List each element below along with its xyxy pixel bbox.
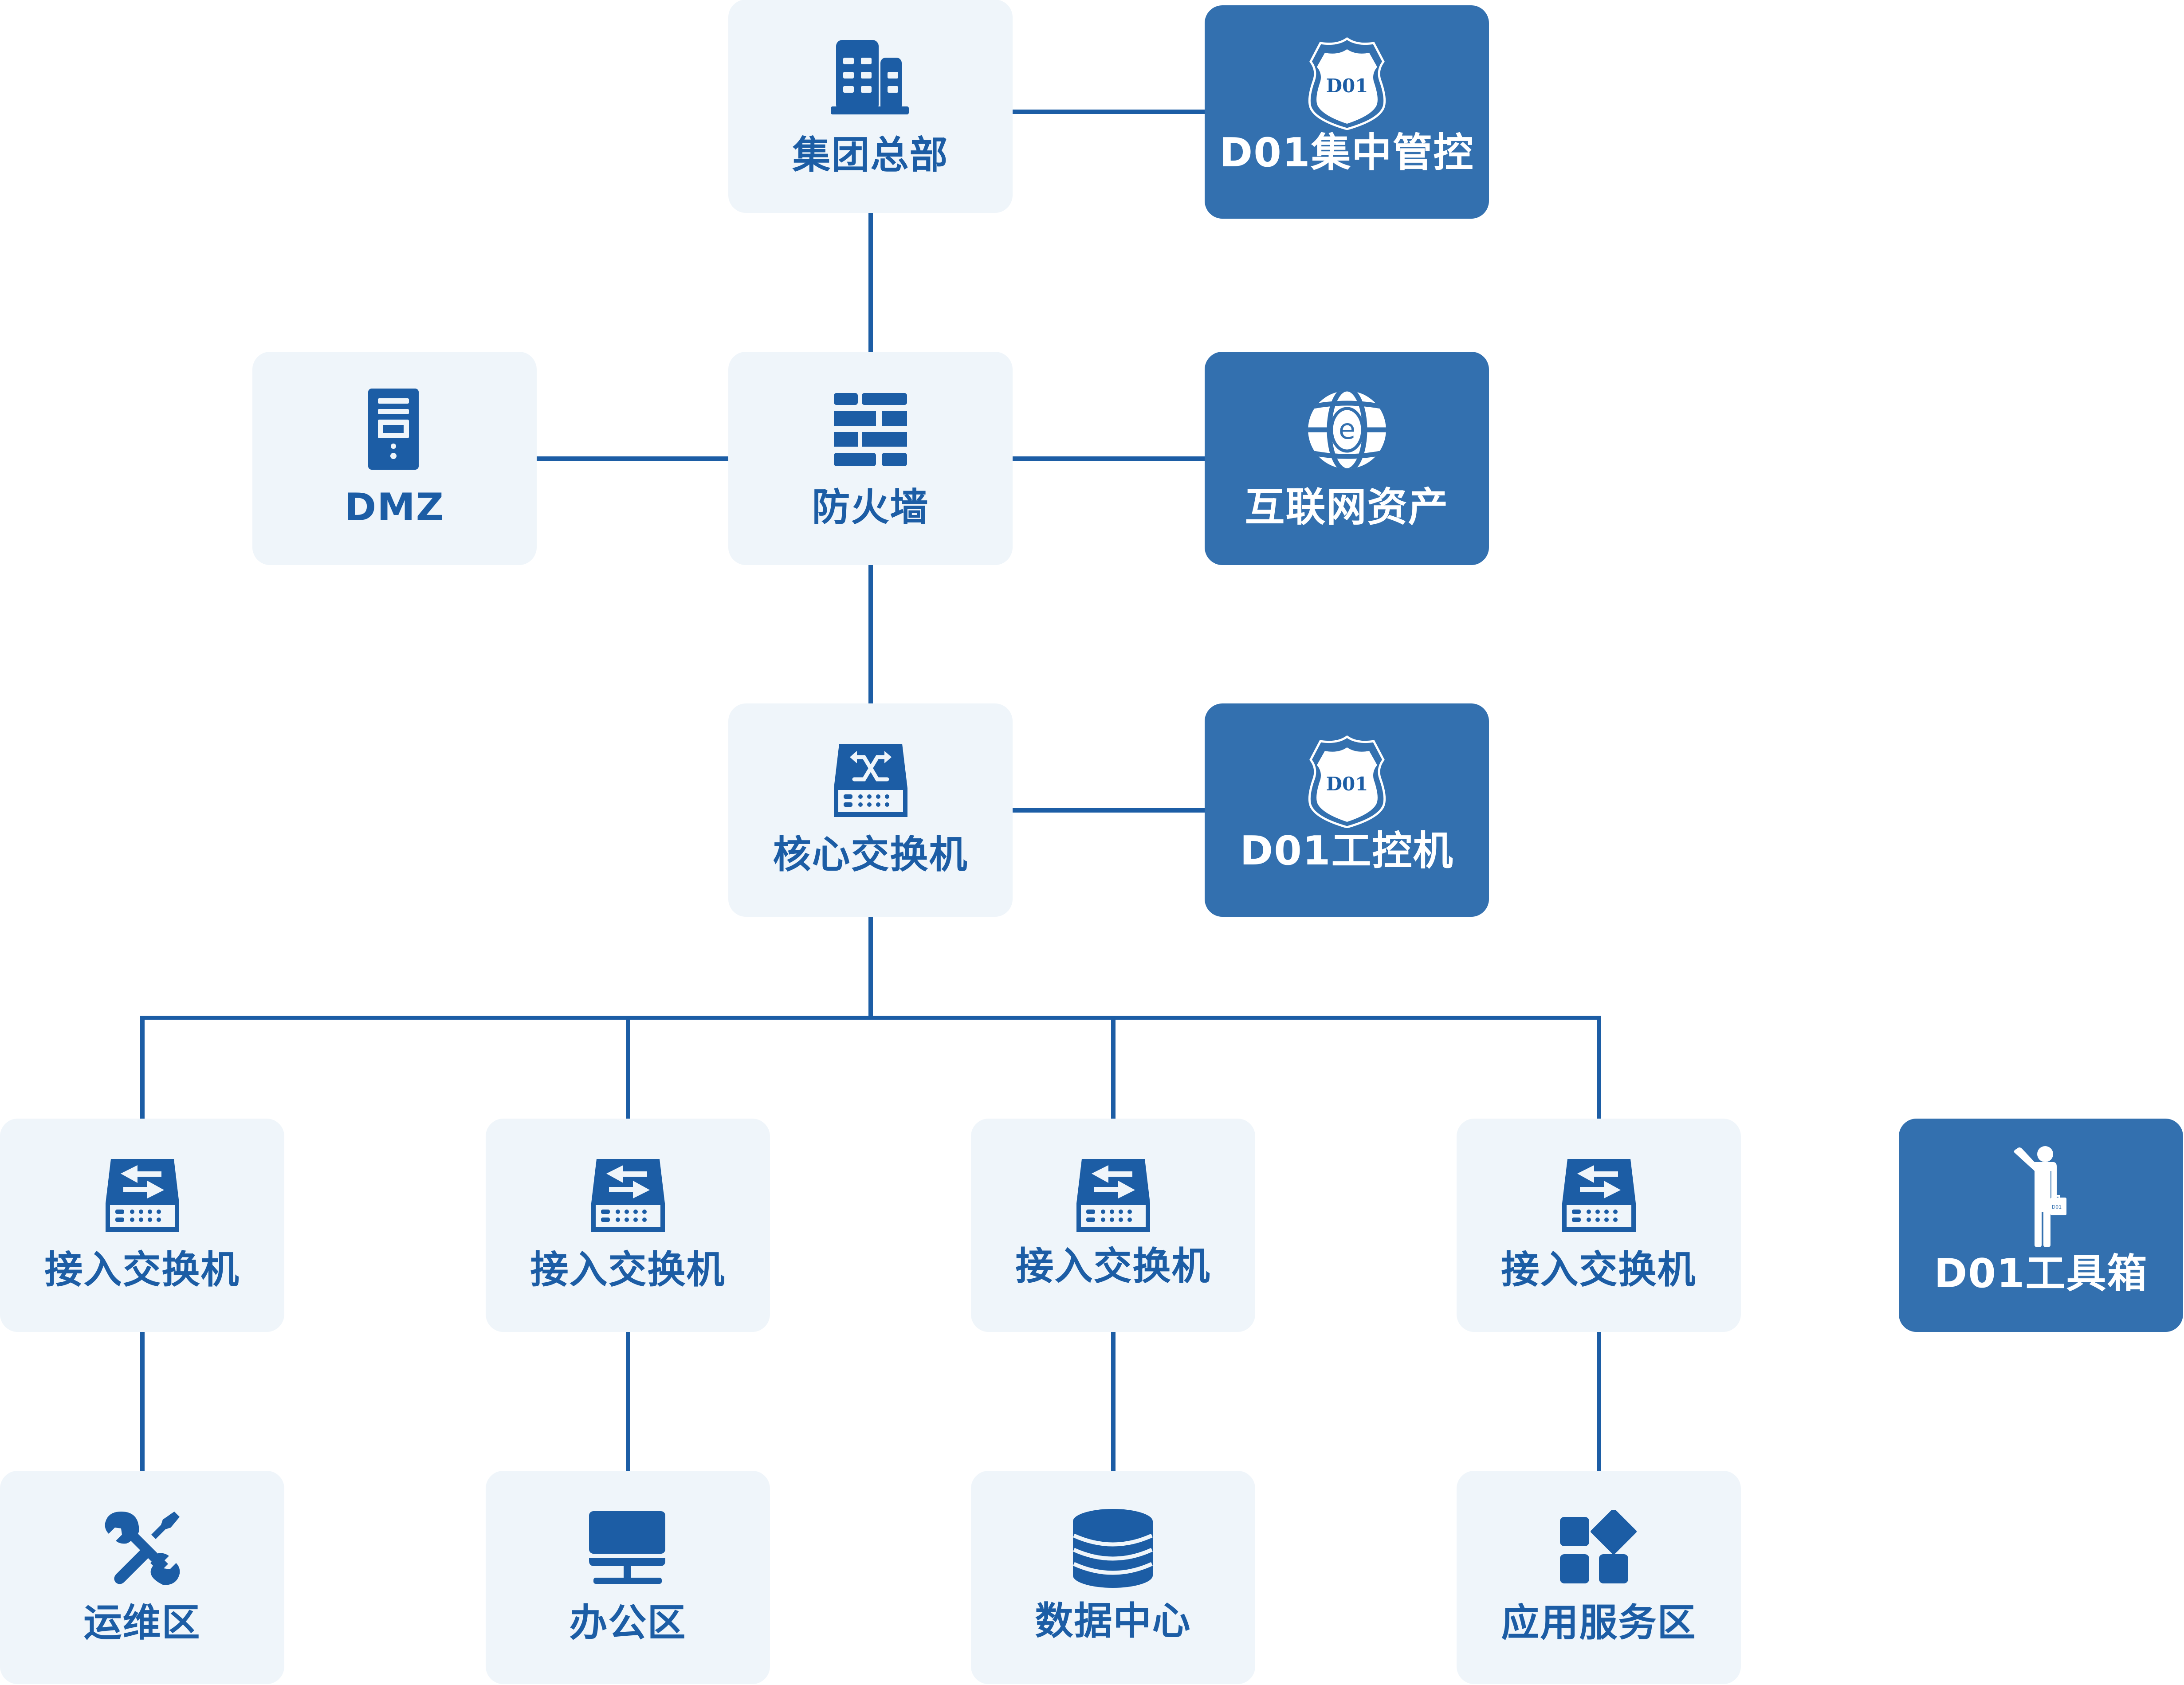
- globe-badge: e: [1338, 413, 1355, 445]
- node-hq[interactable]: 集团总部: [728, 0, 1013, 213]
- shield-badge: D01: [1326, 75, 1368, 97]
- edge-hq-firewall: [868, 213, 873, 352]
- edge-dmz-firewall: [537, 456, 728, 461]
- edge-access-3-zone: [1111, 1332, 1116, 1471]
- node-d01-central-label: D01集中管控: [1219, 130, 1474, 176]
- node-d01-toolbox[interactable]: D01 D01工具箱: [1899, 1119, 2183, 1332]
- edge-access-1-zone: [140, 1332, 145, 1471]
- node-zone-apps-label: 应用服务区: [1501, 1601, 1697, 1645]
- access-switch-icon: [1561, 1158, 1637, 1235]
- access-switch-icon: [105, 1158, 180, 1235]
- edge-bus-access-1: [140, 1016, 145, 1119]
- shield-badge: D01: [1326, 773, 1368, 795]
- building-icon: [830, 39, 911, 116]
- node-access-switch-label: 接入交换机: [1501, 1248, 1697, 1292]
- edge-bus-access-2: [626, 1016, 630, 1119]
- node-zone-office[interactable]: 办公区: [486, 1471, 770, 1684]
- node-core-switch-label: 核心交换机: [773, 833, 968, 877]
- database-icon: [1072, 1508, 1154, 1588]
- node-d01-toolbox-label: D01工具箱: [1934, 1250, 2148, 1297]
- node-core-switch[interactable]: 核心交换机: [728, 703, 1013, 917]
- edge-bus-access-3: [1111, 1016, 1116, 1119]
- node-zone-datacenter-label: 数据中心: [1035, 1599, 1191, 1643]
- core-switch-icon: [833, 742, 908, 820]
- node-d01-ipc[interactable]: D01 D01工控机: [1205, 703, 1489, 917]
- toolbox-badge: D01: [2051, 1204, 2061, 1210]
- node-internet-assets-label: 互联网资产: [1245, 484, 1449, 530]
- node-access-switch[interactable]: 接入交换机: [486, 1119, 770, 1332]
- node-firewall-label: 防火墙: [812, 485, 929, 530]
- node-access-switch[interactable]: 接入交换机: [971, 1119, 1255, 1332]
- node-zone-ops[interactable]: 运维区: [0, 1471, 284, 1684]
- edge-firewall-core: [868, 565, 873, 703]
- node-zone-apps[interactable]: 应用服务区: [1457, 1471, 1741, 1684]
- apps-icon: [1560, 1510, 1638, 1587]
- node-access-switch[interactable]: 接入交换机: [1457, 1119, 1741, 1332]
- server-icon: [368, 389, 421, 470]
- node-dmz[interactable]: DMZ: [252, 352, 537, 565]
- node-access-switch[interactable]: 接入交换机: [0, 1119, 284, 1332]
- node-internet-assets[interactable]: e 互联网资产: [1205, 352, 1489, 565]
- node-zone-office-label: 办公区: [569, 1601, 687, 1645]
- node-hq-label: 集团总部: [792, 133, 949, 177]
- edge-bus-access-4: [1597, 1016, 1601, 1119]
- person-toolbox-icon: D01: [2012, 1145, 2070, 1247]
- globe-icon: e: [1307, 390, 1387, 469]
- access-switch-icon: [590, 1158, 666, 1235]
- edge-firewall-internet: [1013, 456, 1205, 461]
- shield-icon: D01: [1307, 735, 1387, 828]
- tools-icon: [103, 1510, 181, 1587]
- edge-access-2-zone: [626, 1332, 630, 1471]
- node-zone-datacenter[interactable]: 数据中心: [971, 1471, 1255, 1684]
- node-d01-ipc-label: D01工控机: [1240, 828, 1454, 874]
- edge-core-bus-vertical: [868, 917, 873, 1020]
- node-d01-central[interactable]: D01 D01集中管控: [1205, 5, 1489, 219]
- edge-core-d01-ipc: [1013, 808, 1205, 813]
- node-access-switch-label: 接入交换机: [44, 1248, 240, 1292]
- edge-distribution-bus: [140, 1016, 1601, 1020]
- access-switch-icon: [1076, 1158, 1151, 1235]
- monitor-icon: [589, 1510, 667, 1587]
- edge-access-4-zone: [1597, 1332, 1601, 1471]
- edge-hq-d01-central: [1013, 110, 1205, 114]
- node-dmz-label: DMZ: [344, 485, 445, 530]
- firewall-icon: [834, 391, 907, 468]
- shield-icon: D01: [1307, 37, 1387, 130]
- node-access-switch-label: 接入交换机: [530, 1248, 726, 1292]
- node-firewall[interactable]: 防火墙: [728, 352, 1013, 565]
- node-access-switch-label: 接入交换机: [1015, 1244, 1211, 1288]
- node-zone-ops-label: 运维区: [83, 1601, 201, 1645]
